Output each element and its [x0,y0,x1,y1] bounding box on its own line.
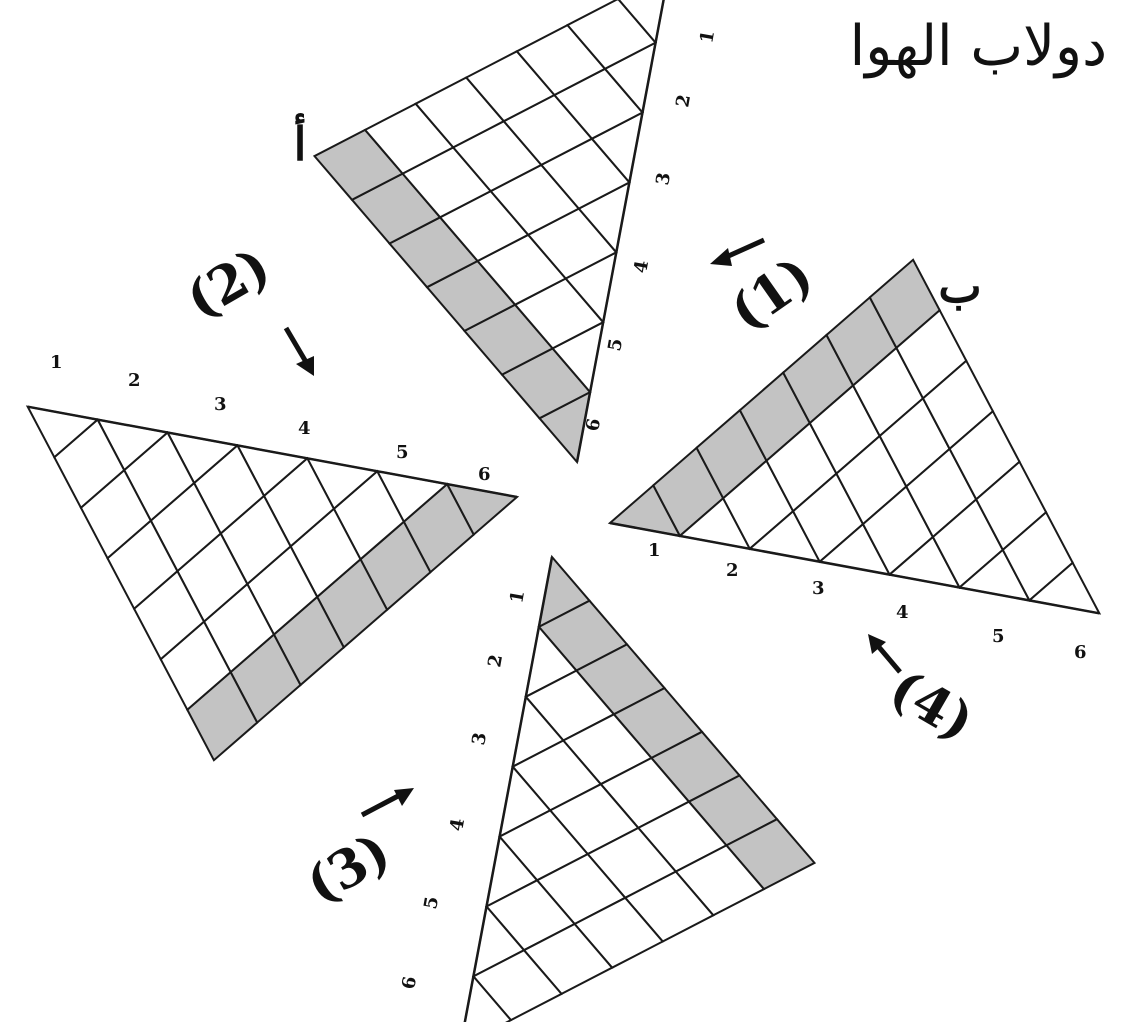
blade-c-hypotenuse [463,556,554,1022]
blade-d-hypotenuse [27,405,518,499]
blade-a-hypotenuse [575,0,665,463]
blade-b-hypotenuse [609,521,1100,615]
puzzle-title: دولاب الهوا [849,14,1107,79]
